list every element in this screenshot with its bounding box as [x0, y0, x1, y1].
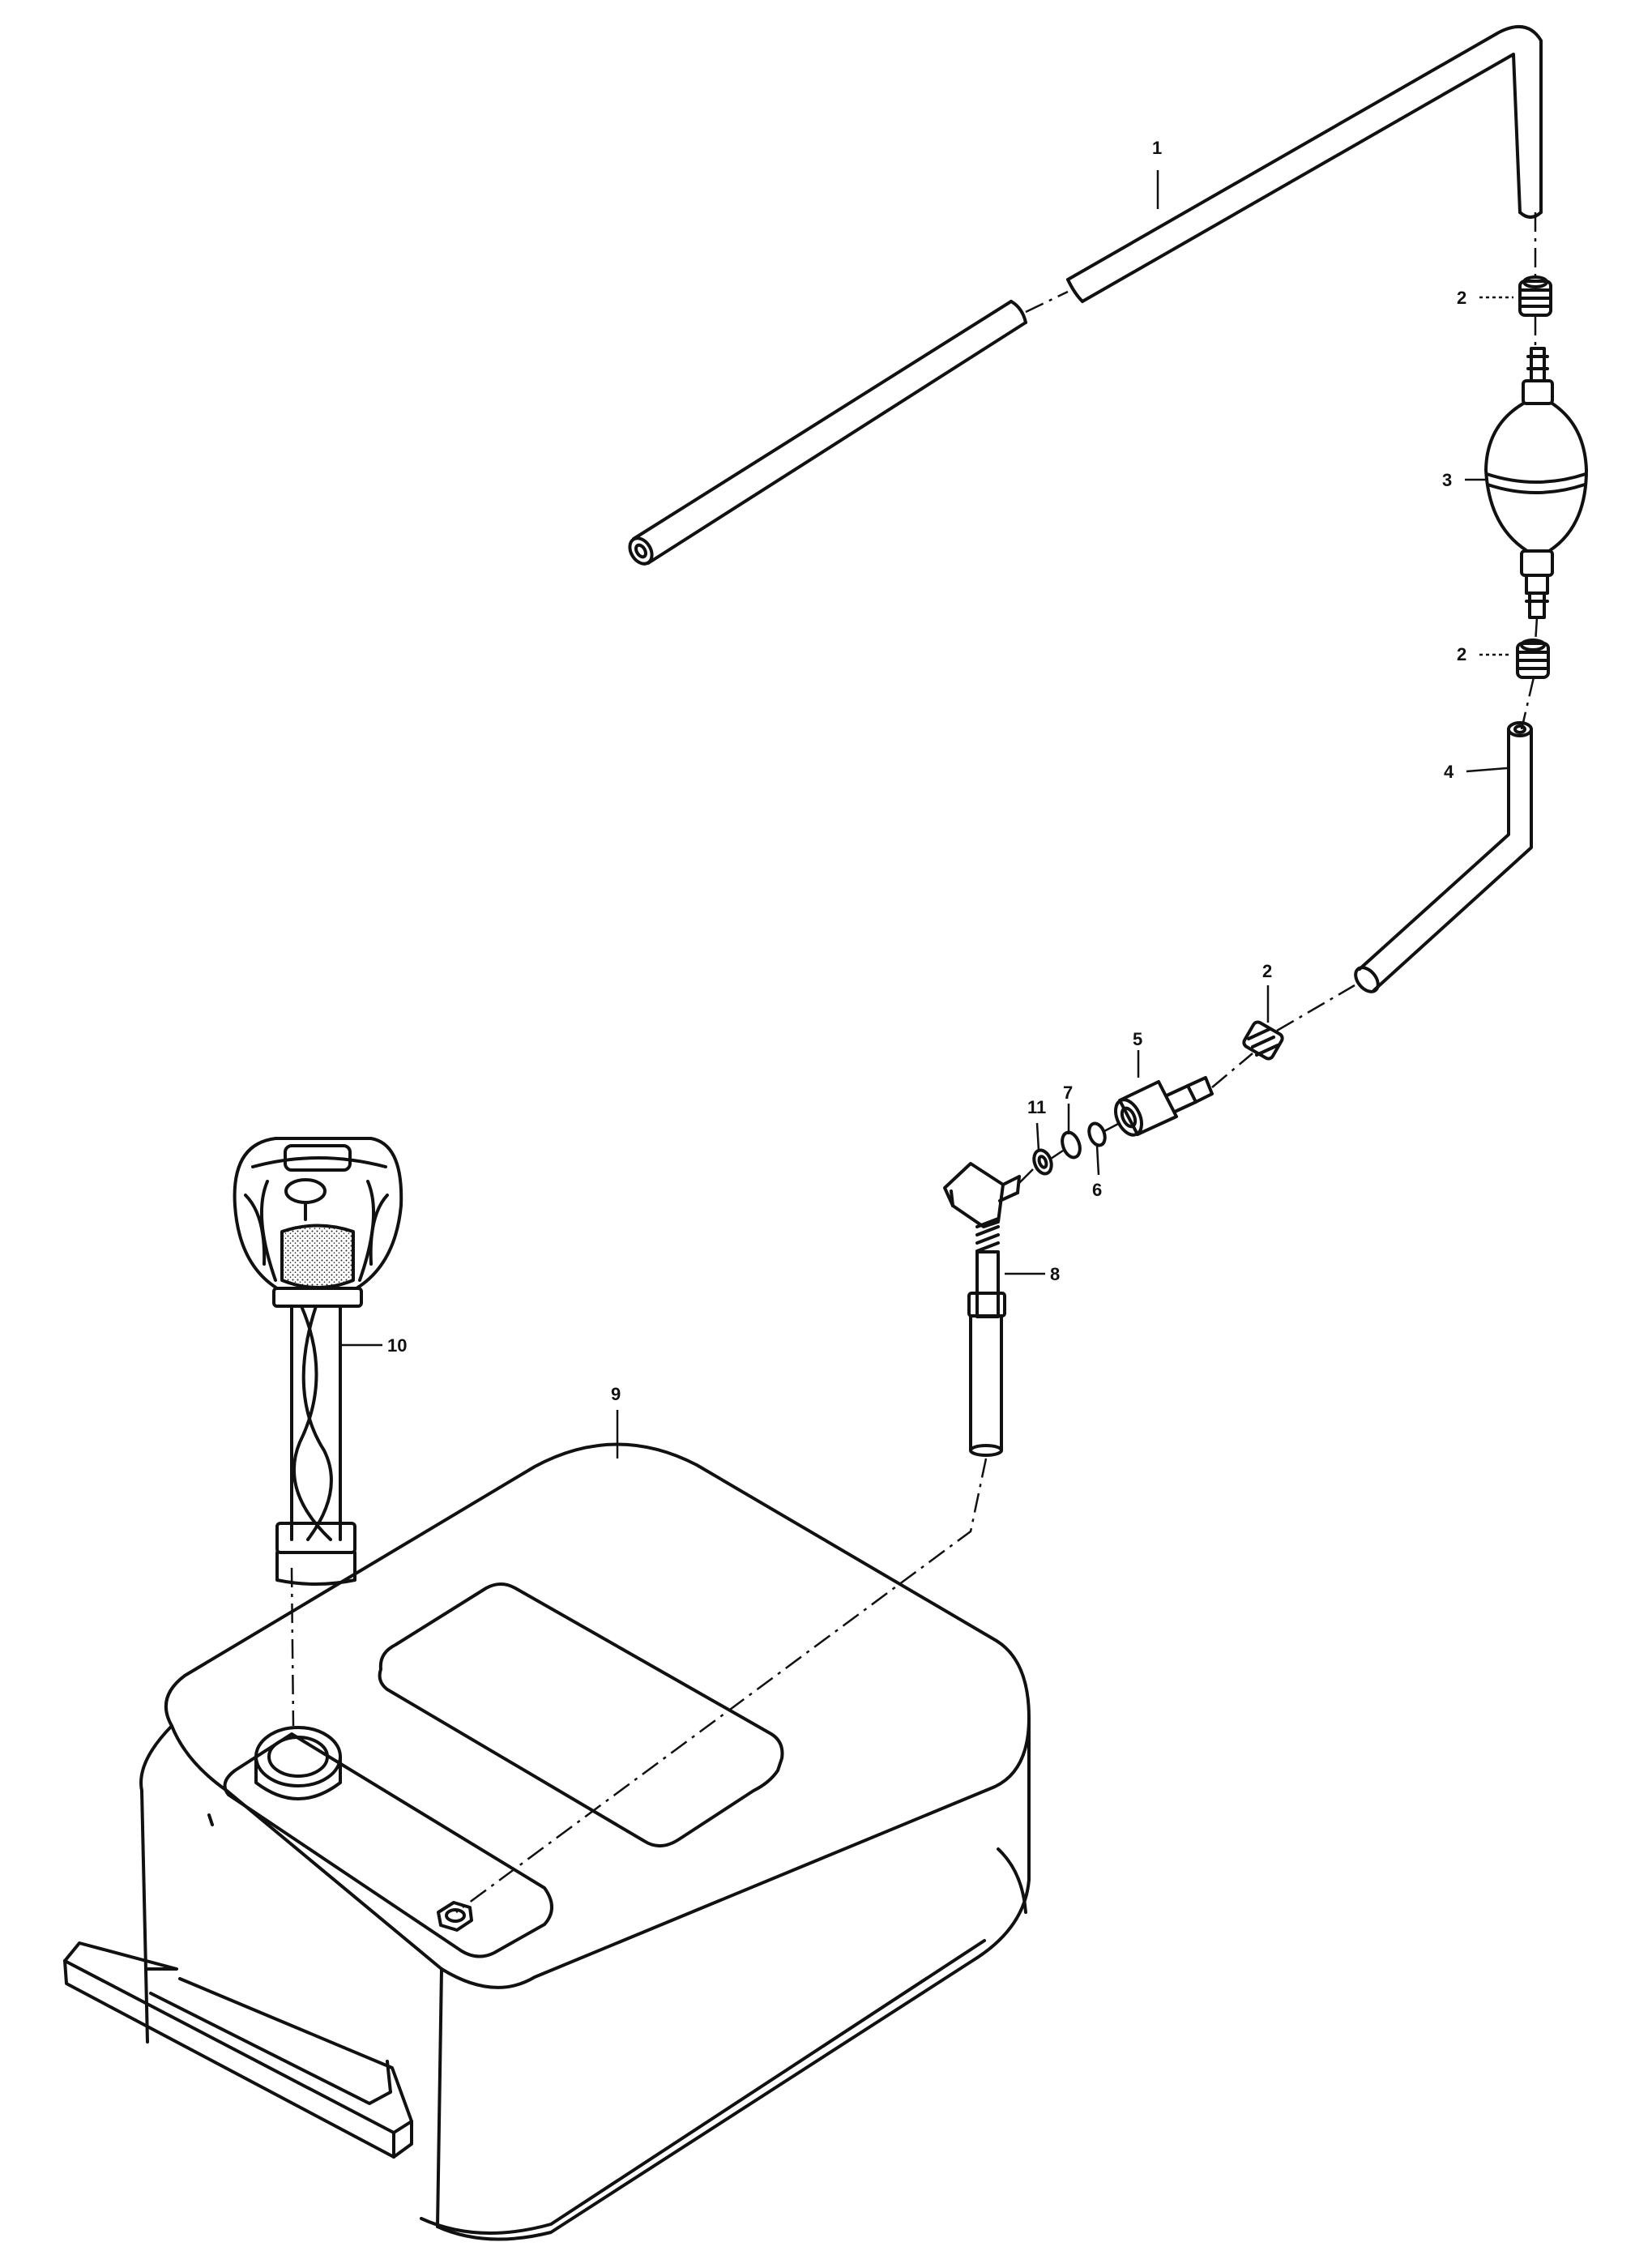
callout-o-ring-7: 7 — [1063, 1083, 1073, 1103]
fuel-line-long — [628, 25, 1543, 566]
o-ring-6 — [1087, 1121, 1107, 1147]
callout-pickup-tube: 8 — [1050, 1264, 1060, 1284]
o-ring-7 — [1061, 1130, 1082, 1160]
callout-clamp-upper: 2 — [1457, 288, 1466, 308]
primer-bulb — [1484, 347, 1588, 619]
leader-lines — [342, 170, 1513, 1458]
callout-fuel-line-short: 4 — [1444, 762, 1454, 782]
callout-washer: 11 — [1027, 1097, 1046, 1117]
fuel-gauge — [233, 1137, 403, 1586]
callout-fuel-tank: 9 — [611, 1384, 621, 1404]
washer — [1032, 1148, 1053, 1176]
connector — [1114, 1076, 1214, 1137]
callout-o-ring-6: 6 — [1092, 1180, 1102, 1200]
callout-fuel-line-long: 1 — [1152, 138, 1162, 158]
clamp-middle — [1516, 638, 1550, 679]
callout-primer-bulb: 3 — [1442, 470, 1452, 490]
clamp-lower — [1242, 1020, 1284, 1061]
pickup-tube — [943, 1162, 1021, 1457]
fuel-tank — [63, 1442, 1031, 2241]
callout-connector: 5 — [1133, 1029, 1142, 1049]
callout-labels: 1 2 2 2 3 4 5 6 7 8 9 10 11 — [387, 138, 1466, 1404]
callout-clamp-lower: 2 — [1262, 961, 1272, 981]
fuel-line-short — [1354, 721, 1533, 993]
callout-fuel-gauge: 10 — [387, 1335, 407, 1356]
clamp-upper — [1518, 275, 1552, 317]
alignment-lines — [290, 212, 1539, 1914]
callout-clamp-middle: 2 — [1457, 644, 1466, 664]
